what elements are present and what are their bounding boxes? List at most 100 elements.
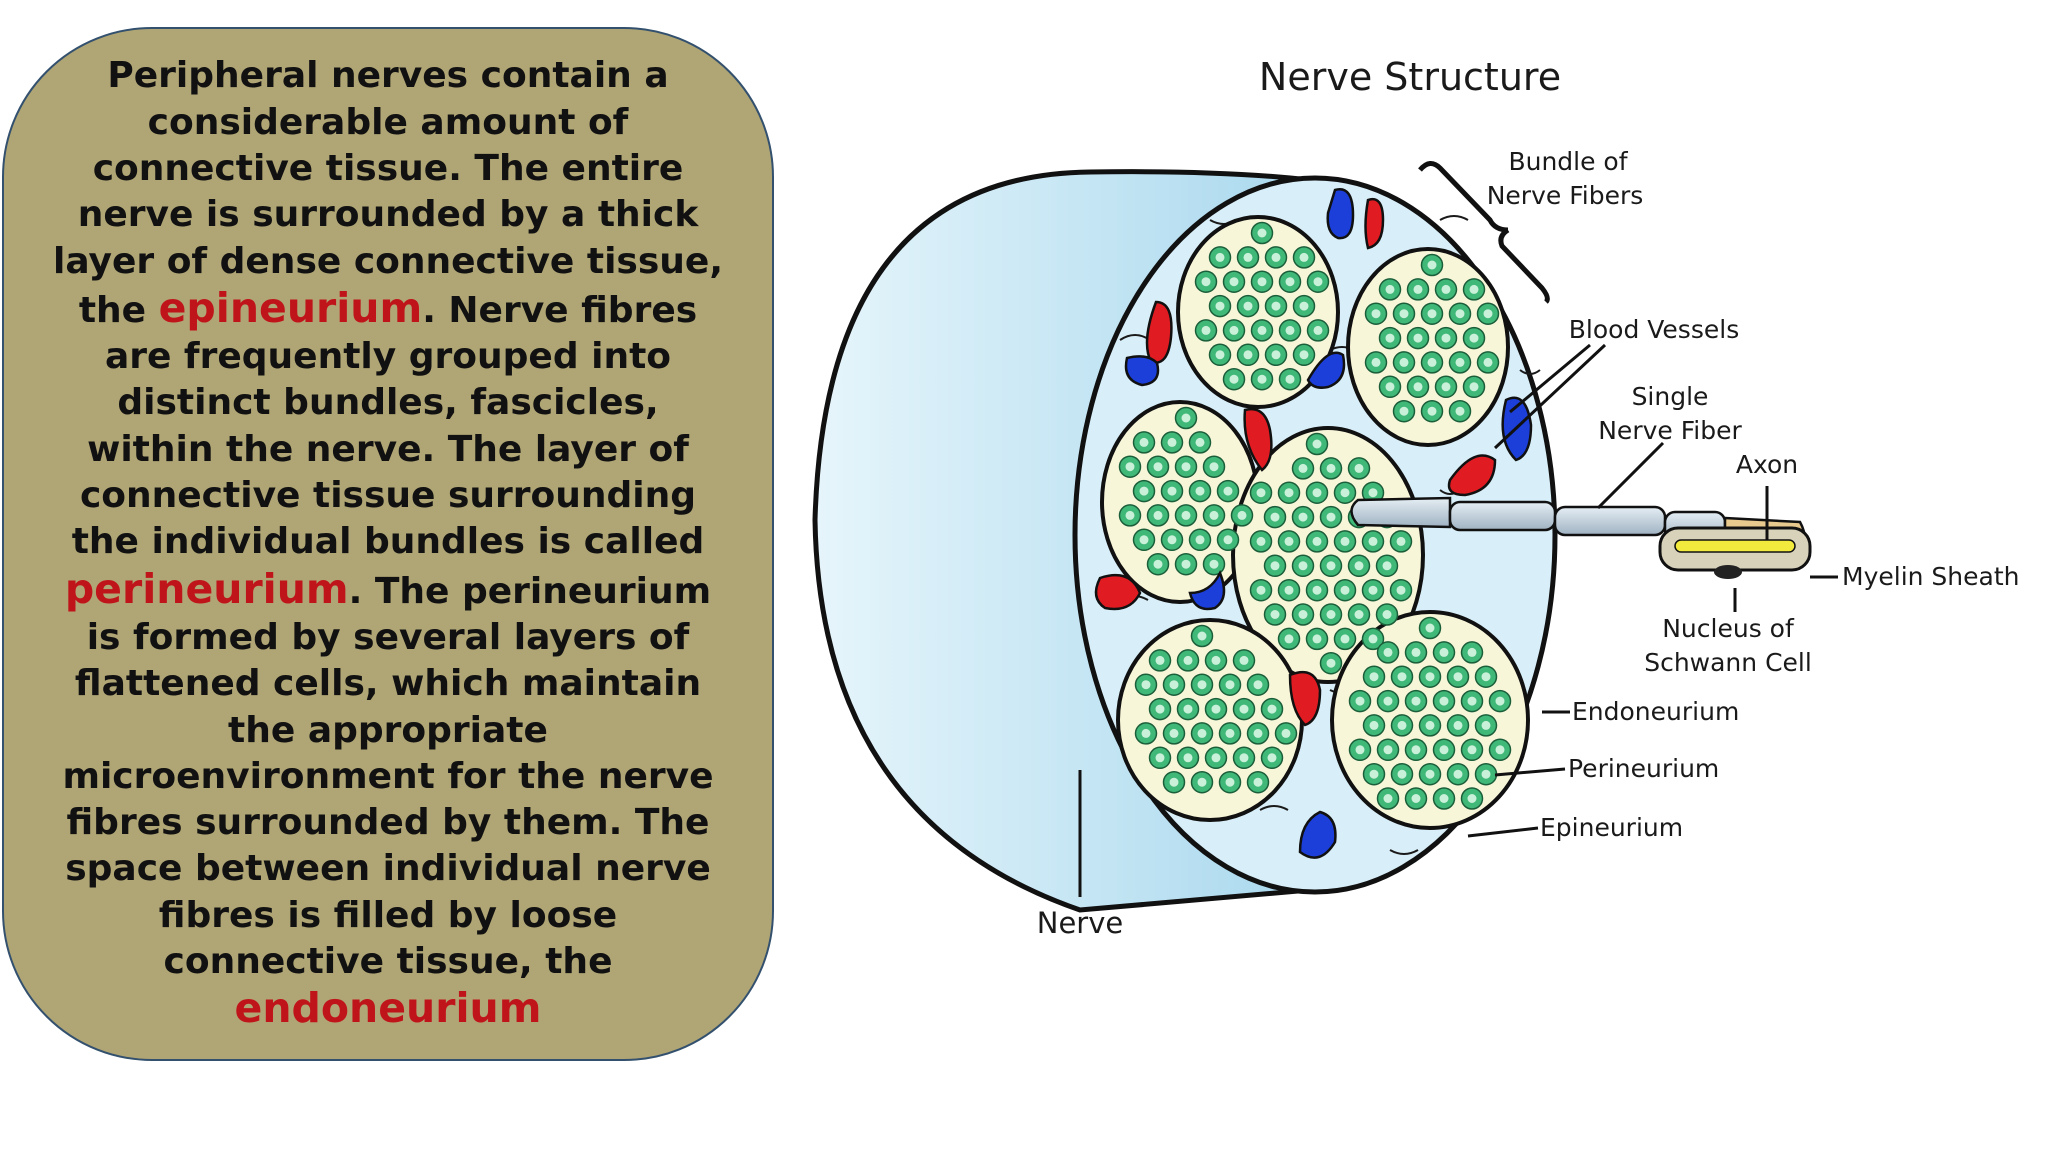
nerve-fiber-axon <box>1139 437 1149 447</box>
nerve-fiber-axon <box>1495 696 1505 706</box>
nerve-fiber-axon <box>1399 357 1409 367</box>
nerve-fiber-axon <box>1284 488 1294 498</box>
nerve-fiber-axon <box>1340 634 1350 644</box>
text-part-2: . Nerve fibres are frequently grouped in… <box>71 289 705 563</box>
nerve-fiber-axon <box>1469 284 1479 294</box>
nerve-fiber-axon <box>1195 486 1205 496</box>
nerve-fiber-axon <box>1397 672 1407 682</box>
nerve-fiber-axon <box>1125 510 1135 520</box>
nerve-fiber-axon <box>1229 325 1239 335</box>
nerve-fiber-axon <box>1383 647 1393 657</box>
nerve-fiber-axon <box>1371 309 1381 319</box>
nerve-fiber-axon <box>1181 462 1191 472</box>
nerve-fibers <box>1118 221 1512 810</box>
nerve-fiber-axon <box>1271 252 1281 262</box>
nerve-fiber-axon <box>1399 406 1409 416</box>
blood-vessel-blue <box>1188 569 1226 611</box>
nerve-fiber-axon <box>1354 610 1364 619</box>
description-text: Peripheral nerves contain a considerable… <box>52 53 724 1034</box>
nerve-fiber-axon <box>1239 655 1249 665</box>
nerve-fiber-axon <box>1257 325 1267 335</box>
nerve-fiber-axon <box>1455 309 1465 319</box>
label-perineurium: Perineurium <box>1568 754 1719 783</box>
nerve-fiber-axon <box>1285 277 1295 287</box>
nerve-fiber-axon <box>1411 696 1421 706</box>
text-panel: Peripheral nerves contain a considerable… <box>2 27 774 1061</box>
nerve-fiber-axon <box>1257 277 1267 287</box>
nerve-fiber-axon <box>1340 585 1350 595</box>
nerve-fiber-axon <box>1483 357 1493 367</box>
nerve-fiber-axon <box>1155 753 1165 763</box>
label-nucleus-line1: Nucleus of <box>1662 614 1795 643</box>
nerve-fiber-axon <box>1253 680 1263 690</box>
nerve-fiber-axon <box>1197 728 1207 738</box>
term-epineurium: epineurium <box>158 283 423 332</box>
nerve-fiber-axon <box>1326 512 1336 522</box>
label-axon: Axon <box>1736 450 1798 479</box>
nerve-fiber-axon <box>1326 610 1336 619</box>
nerve-fiber-axon <box>1368 488 1378 498</box>
nerve-fiber-axon <box>1211 655 1221 665</box>
blood-vessel-blue <box>1298 810 1337 859</box>
nerve-fiber-axon <box>1181 559 1191 569</box>
nerve-fiber-axon <box>1427 309 1437 319</box>
nerve-fiber-axon <box>1312 634 1322 644</box>
nerve-fiber-axon <box>1413 333 1423 343</box>
nerve-fiber-axon <box>1453 672 1463 682</box>
nerve-fiber-axon <box>1312 488 1322 498</box>
nerve-fiber-axon <box>1326 463 1336 473</box>
nerve-fiber-axon <box>1239 753 1249 763</box>
nerve-fiber-axon <box>1239 704 1249 714</box>
nerve-fiber-axon <box>1181 510 1191 520</box>
text-part-3: . The perineurium is formed by several l… <box>62 570 714 983</box>
nerve-fiber-axon <box>1355 696 1365 706</box>
nerve-fiber-axon <box>1481 769 1491 779</box>
nerve-fiber-axon <box>1155 704 1165 714</box>
nerve-fiber-axon <box>1371 357 1381 367</box>
nerve-fiber-axon <box>1455 357 1465 367</box>
nerve-fiber-axon <box>1270 610 1280 619</box>
nerve-fiber-axon <box>1439 647 1449 657</box>
nerve-fiber-axon <box>1125 462 1135 472</box>
nerve-fiber-axon <box>1197 680 1207 690</box>
nerve-fiber-axon <box>1285 374 1295 384</box>
label-nerve: Nerve <box>1037 906 1123 940</box>
nerve-fiber-axon <box>1312 536 1322 546</box>
label-bundle-line2: Nerve Fibers <box>1487 181 1644 210</box>
nerve-fiber-axon <box>1469 333 1479 343</box>
nerve-fiber-axon <box>1312 585 1322 595</box>
nerve-fiber-axon <box>1439 696 1449 706</box>
nerve-fiber-axon <box>1167 437 1177 447</box>
nerve-fiber-axon <box>1284 634 1294 644</box>
nerve-fiber-axon <box>1467 794 1477 803</box>
nerve-fiber-axon <box>1441 333 1451 343</box>
text-part-1: Peripheral nerves contain a considerable… <box>53 55 723 331</box>
nerve-fiber-axon <box>1481 720 1491 730</box>
nerve-fiber-axon <box>1469 382 1479 392</box>
nerve-fiber-axon <box>1253 777 1263 787</box>
nerve-fiber-axon <box>1229 277 1239 287</box>
nerve-structure-diagram: Nerve Structure <box>812 55 2020 940</box>
nerve-fiber-axon <box>1169 777 1179 787</box>
nerve-fiber-axon <box>1271 301 1281 311</box>
nerve-fiber-axon <box>1271 350 1281 360</box>
nerve-fiber-axon <box>1243 252 1253 262</box>
nerve-fiber-axon <box>1385 333 1395 343</box>
nerve-fiber-axon <box>1167 486 1177 496</box>
nerve-fiber-axon <box>1299 301 1309 311</box>
nerve-fiber-axon <box>1229 374 1239 384</box>
nerve-fiber-axon <box>1425 672 1435 682</box>
bundle-bracket <box>1418 161 1550 304</box>
nerve-fiber-axon <box>1285 325 1295 335</box>
nerve-fiber-axon <box>1167 535 1177 545</box>
nerve-fiber-axon <box>1425 720 1435 730</box>
diagram-title: Nerve Structure <box>1259 55 1561 99</box>
nerve-fiber-axon <box>1396 585 1406 595</box>
nerve-fiber-axon <box>1211 704 1221 714</box>
term-endoneurium: endoneurium <box>234 984 542 1033</box>
nerve-fiber-axon <box>1298 561 1308 571</box>
nerve-fiber-axon <box>1383 794 1393 803</box>
nerve-fiber-axon <box>1369 720 1379 730</box>
nerve-fiber-axon <box>1382 561 1392 571</box>
blood-vessel-red <box>1243 407 1273 472</box>
